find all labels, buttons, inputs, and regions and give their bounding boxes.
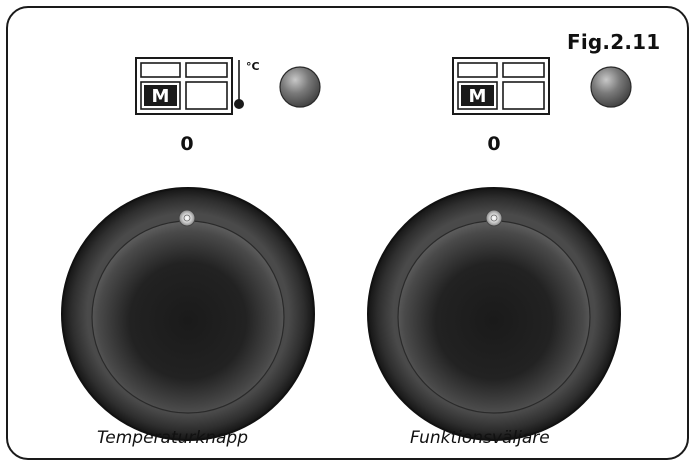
function-selector-knob-marker	[485, 209, 503, 227]
left-indicator-light	[279, 66, 321, 108]
figure-label: Fig.2.11	[567, 30, 661, 54]
m-letter-left: M	[152, 86, 170, 107]
function-selector-position-label: 0	[487, 133, 501, 155]
temperature-knob-position-label: 0	[180, 133, 194, 155]
left-display-symbol: M	[135, 57, 233, 115]
function-selector-caption: Funktionsväljare	[410, 428, 550, 448]
right-indicator-light	[590, 66, 632, 108]
m-key-right	[461, 85, 494, 106]
function-selector-knob[interactable]	[367, 187, 621, 441]
temperature-knob-caption: Temperaturknapp	[97, 428, 249, 448]
celsius-label: °C	[246, 60, 260, 73]
m-key-left	[144, 85, 177, 106]
m-letter-right: M	[469, 86, 487, 107]
temperature-knob[interactable]	[61, 187, 315, 441]
temperature-knob-marker	[178, 209, 196, 227]
thermometer-icon: °C	[234, 60, 260, 109]
right-display-symbol: M	[452, 57, 550, 115]
